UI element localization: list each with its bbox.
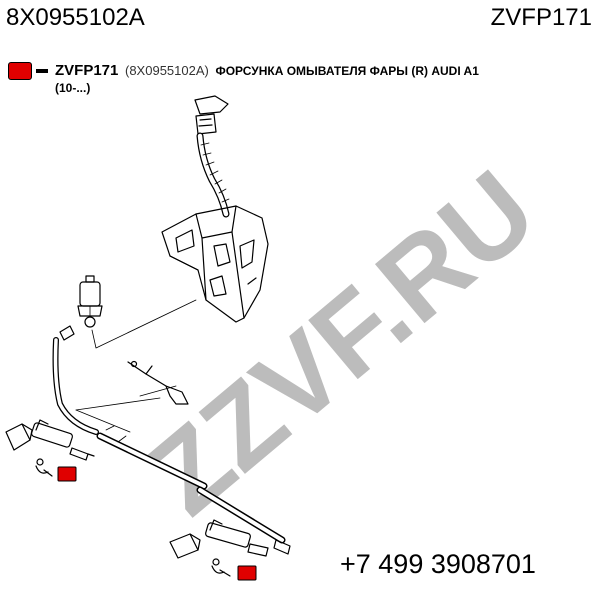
- legend-marker-swatch: [8, 62, 32, 80]
- legend-oem-number: (8X0955102A): [125, 63, 209, 78]
- part-number: 8X0955102A: [6, 4, 145, 31]
- washer-reservoir: [161, 205, 269, 323]
- legend-description: ФОРСУНКА ОМЫВАТЕЛЯ ФАРЫ (R) AUDI A1: [215, 64, 479, 78]
- washer-pump: [77, 275, 103, 328]
- highlight-marker-upper: [57, 466, 77, 482]
- phone-number: +7 499 3908701: [340, 549, 536, 579]
- main-hose: [96, 425, 286, 544]
- brand-code: ZVFP171: [490, 4, 592, 31]
- legend-line: ZVFP171 (8X0955102A) ФОРСУНКА ОМЫВАТЕЛЯ …: [55, 62, 479, 80]
- pump-hose: [52, 325, 99, 435]
- right-nozzle-assembly: [169, 519, 291, 577]
- highlight-marker-lower: [237, 565, 257, 581]
- filler-neck: [194, 95, 230, 218]
- legend-code: ZVFP171: [55, 62, 119, 79]
- legend-years: (10-...): [55, 81, 91, 95]
- left-nozzle-assembly: [5, 419, 95, 477]
- legend-dash: [36, 69, 48, 73]
- t-connector: [127, 360, 189, 405]
